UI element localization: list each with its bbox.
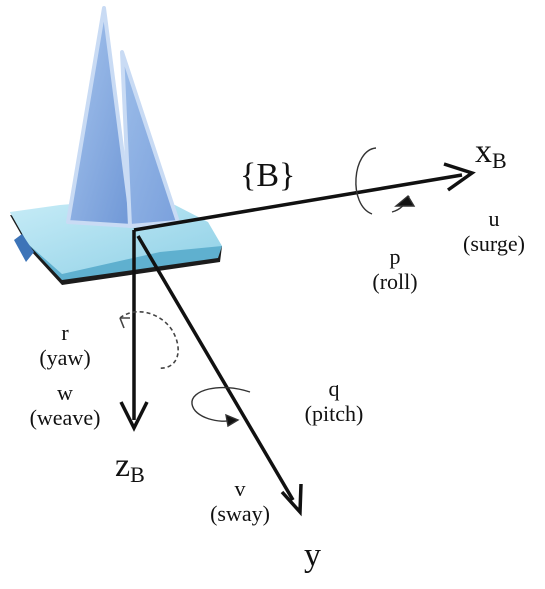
yaw-rotation-arrow (119, 310, 179, 369)
weave-label: w (weave) (29, 380, 101, 431)
roll-rotation-arrow (355, 147, 416, 215)
y-axis-label: y (304, 537, 321, 574)
pitch-label: q (pitch) (304, 376, 364, 427)
sway-label: v (sway) (210, 476, 270, 527)
y-axis-arrow (136, 235, 303, 517)
z-axis-arrow (119, 230, 149, 432)
vehicle-sail (66, 6, 180, 228)
frame-label: {B} (240, 157, 296, 194)
vehicle-drawing (10, 6, 222, 285)
x-axis-arrow (133, 162, 476, 232)
pitch-rotation-arrow (191, 386, 251, 428)
axes (119, 162, 476, 517)
thruster-icon (14, 234, 34, 262)
z-axis-label: zB (115, 447, 145, 487)
roll-label: p (roll) (372, 244, 418, 295)
surge-label: u (surge) (463, 206, 525, 257)
x-axis-label: xB (475, 133, 507, 173)
yaw-label: r (yaw) (39, 320, 91, 371)
